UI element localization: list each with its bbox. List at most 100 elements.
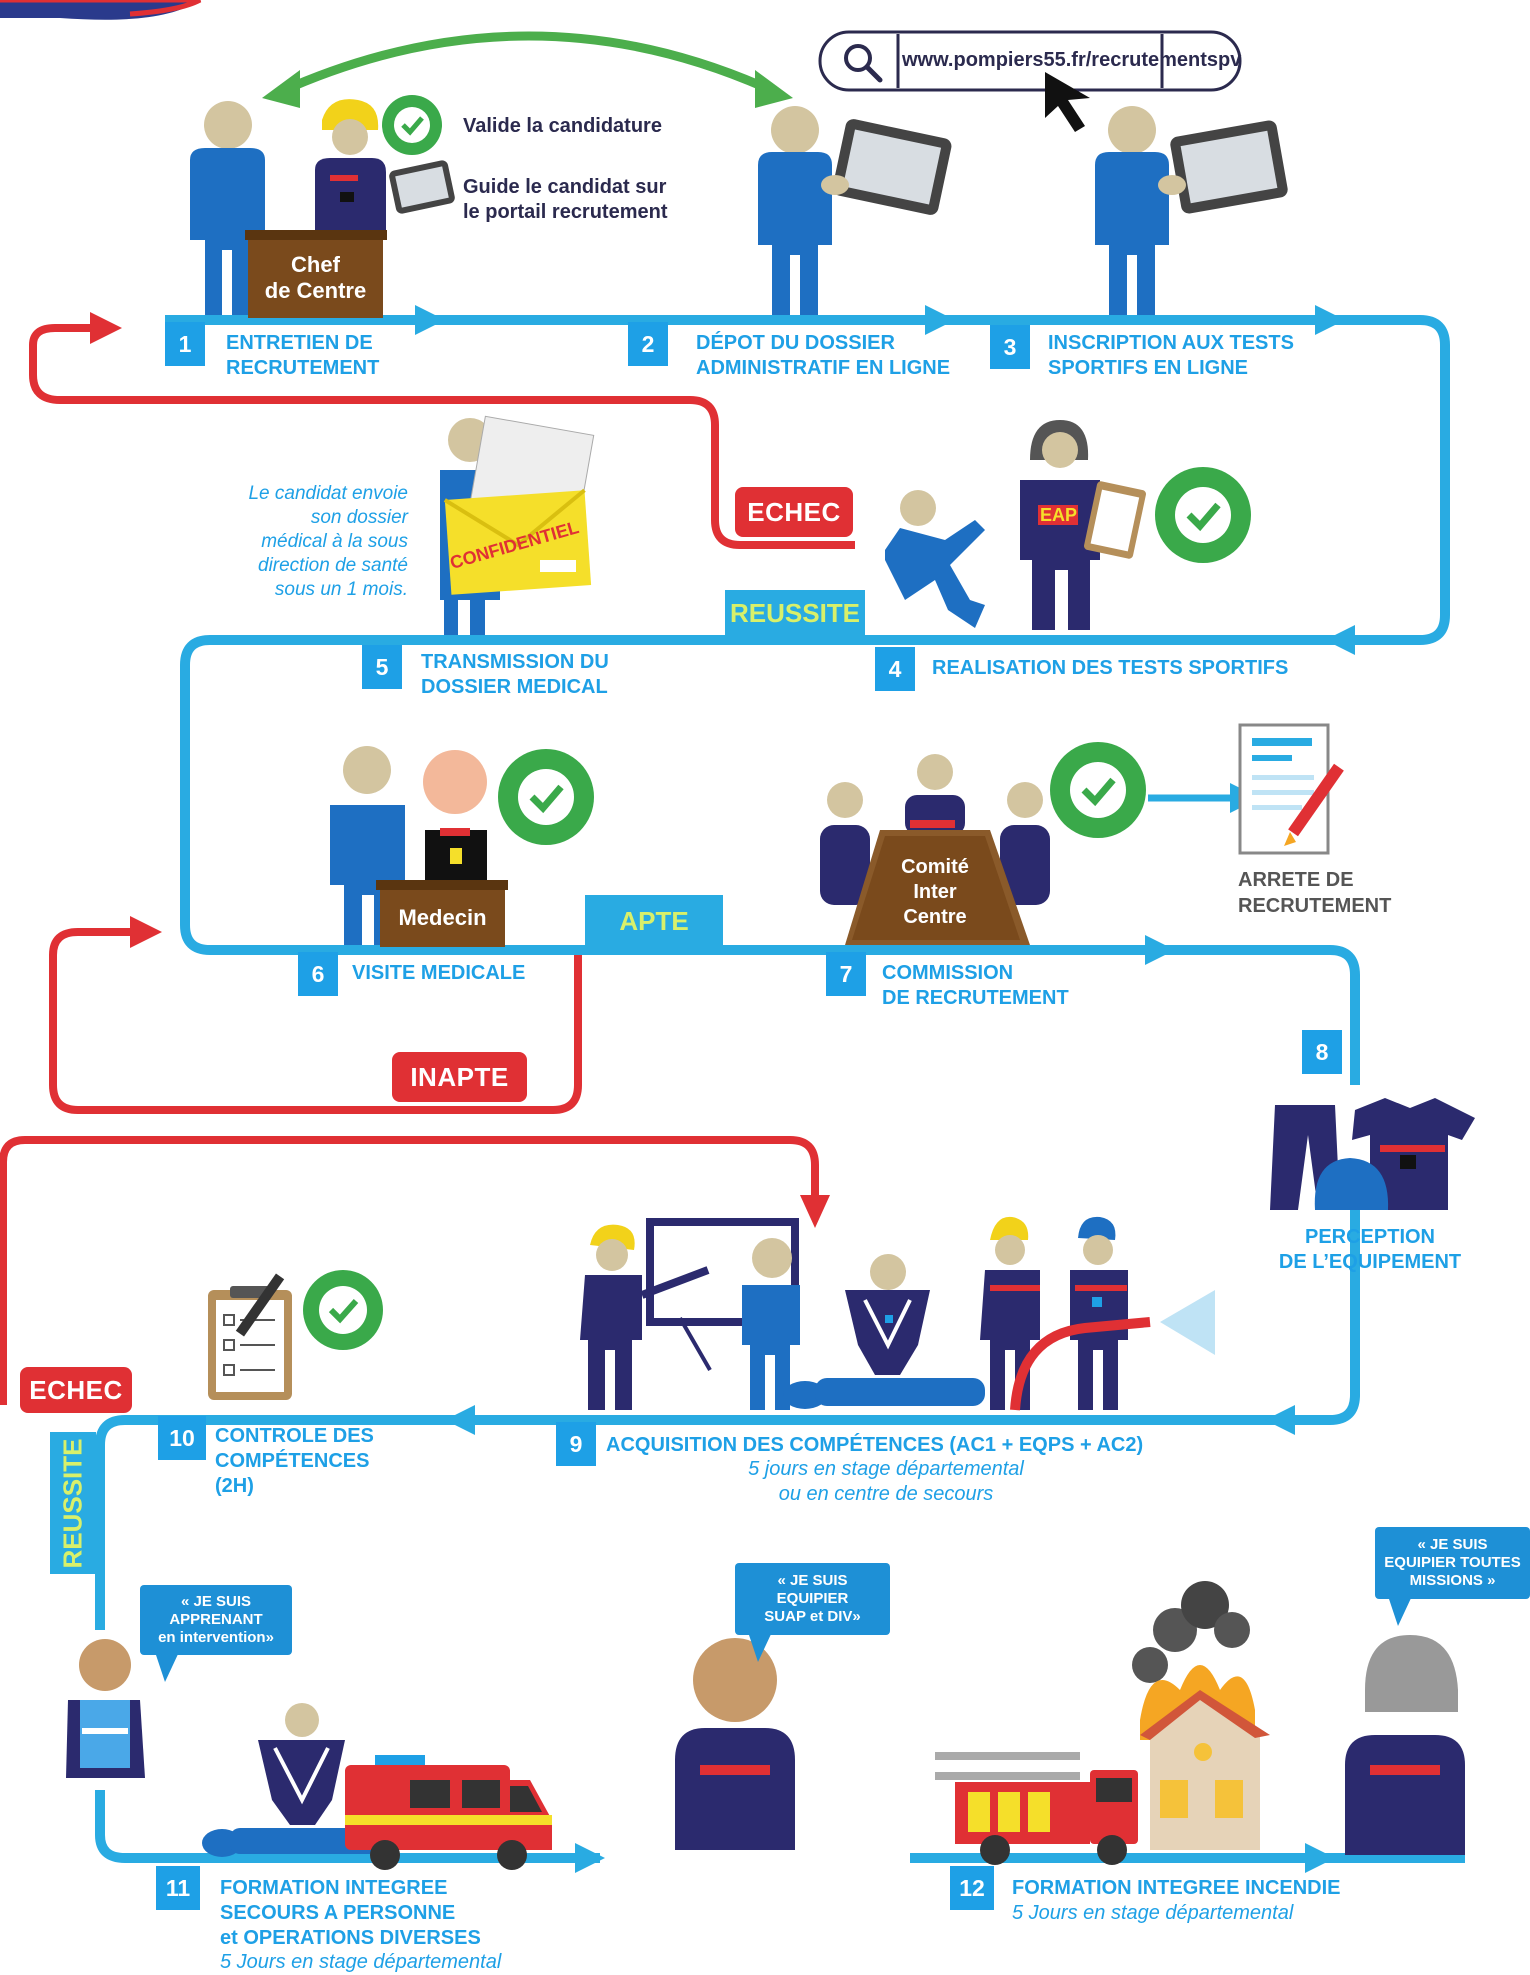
step-11-sub1: 5 Jours en stage départemental bbox=[220, 1951, 502, 1973]
step-number-3: 3 bbox=[990, 325, 1030, 369]
rescue-cpr-scene bbox=[202, 1703, 380, 1857]
step-number-1: 1 bbox=[165, 322, 205, 366]
pen-icon bbox=[1284, 763, 1344, 846]
step-2-line2: ADMINISTRATIF EN LIGNE bbox=[696, 357, 951, 379]
bubble1-line3: en intervention» bbox=[158, 1629, 274, 1646]
candidate-figure-3 bbox=[1095, 106, 1288, 315]
apprentice-figure bbox=[66, 1639, 145, 1778]
eap-examiner-figure bbox=[1020, 420, 1100, 630]
flow-arrowheads bbox=[415, 305, 1355, 1873]
apte-tag: APTE bbox=[585, 895, 723, 947]
guide-candidat-line1: Guide le candidat sur bbox=[463, 176, 667, 198]
inapte-tag: INAPTE bbox=[392, 1052, 527, 1102]
echec-tag-1: ECHEC bbox=[735, 487, 853, 537]
cpr-scene bbox=[783, 1254, 985, 1409]
step-number-12: 12 bbox=[950, 1866, 994, 1910]
step-number-8: 8 bbox=[1302, 1030, 1342, 1074]
step-11-line1: FORMATION INTEGREE bbox=[220, 1877, 448, 1899]
bubble2-line3: SUAP et DIV» bbox=[764, 1608, 861, 1625]
runner-figure bbox=[885, 490, 985, 628]
step-1-line1: ENTRETIEN DE bbox=[226, 332, 373, 354]
arrete-line2: RECRUTEMENT bbox=[1238, 895, 1392, 917]
main-flow-path bbox=[95, 315, 1465, 1863]
step-10-line2: COMPÉTENCES bbox=[215, 1450, 370, 1472]
portal-url[interactable]: www.pompiers55.fr/recrutementspv bbox=[902, 49, 1242, 71]
trainer-figure bbox=[580, 1224, 710, 1410]
medical-note-line4: direction de santé bbox=[258, 555, 408, 576]
doctor-desk bbox=[380, 887, 505, 947]
equipier-suap-figure bbox=[675, 1638, 795, 1850]
valide-candidature-text: Valide la candidature bbox=[463, 115, 662, 137]
chef-label-line1: Chef bbox=[291, 252, 340, 277]
doctor-figure bbox=[423, 750, 487, 890]
bubble3-tail bbox=[1388, 1596, 1412, 1626]
reussite-tag-1: REUSSITE bbox=[725, 590, 865, 636]
step-10-line3: (2H) bbox=[215, 1475, 254, 1497]
url-bar bbox=[818, 30, 1242, 92]
firefighters-hose-figure bbox=[980, 1216, 1128, 1410]
step-12-line1: FORMATION INTEGREE INCENDIE bbox=[1012, 1877, 1341, 1899]
check-badge-icon bbox=[382, 95, 442, 155]
equipier-toutes-missions-figure bbox=[1345, 1635, 1465, 1855]
step-4-line1: REALISATION DES TESTS SPORTIFS bbox=[932, 657, 1289, 679]
step-number-11: 11 bbox=[156, 1866, 200, 1910]
step-12-sub1: 5 Jours en stage départemental bbox=[1012, 1902, 1294, 1924]
document-icon bbox=[1238, 723, 1330, 855]
reussite-tag-2: REUSSITE bbox=[50, 1432, 96, 1574]
house-fire-icon bbox=[1132, 1581, 1270, 1850]
comite-label: Comité Inter Centre bbox=[880, 855, 990, 930]
step-9-sub1: 5 jours en stage départemental bbox=[748, 1458, 1024, 1480]
bubble3-line1: « JE SUIS bbox=[1417, 1536, 1488, 1553]
step-number-7: 7 bbox=[826, 952, 866, 996]
candidate-figure-2 bbox=[758, 106, 952, 315]
medecin-label: Medecin bbox=[398, 905, 487, 930]
tablet-icon bbox=[389, 160, 455, 214]
bubble1-line1: « JE SUIS bbox=[180, 1593, 252, 1610]
bubble1-tail bbox=[155, 1652, 179, 1682]
check-badge-icon bbox=[303, 1270, 383, 1350]
step-9-sub2: ou en centre de secours bbox=[778, 1483, 994, 1505]
echec-tag-2: ECHEC bbox=[20, 1367, 132, 1413]
step-9-line1: ACQUISITION DES COMPÉTENCES (AC1 + EQPS … bbox=[606, 1434, 1144, 1456]
step-11-line2: SECOURS A PERSONNE bbox=[220, 1902, 456, 1924]
chef-label-line2: de Centre bbox=[264, 278, 367, 303]
helmet-icon bbox=[1314, 1158, 1389, 1210]
bubble3-line2: EQUIPIER TOUTES bbox=[1384, 1554, 1521, 1571]
bubble2-line2: EQUIPIER bbox=[776, 1590, 849, 1607]
envelope-icon bbox=[440, 415, 595, 635]
clipboard-icon bbox=[208, 1273, 292, 1400]
fire-truck-icon bbox=[935, 1752, 1138, 1865]
step-number-9: 9 bbox=[556, 1422, 596, 1466]
step-3-line1: INSCRIPTION AUX TESTS bbox=[1048, 332, 1294, 354]
step-1-line2: RECRUTEMENT bbox=[226, 357, 380, 379]
check-badge-icon bbox=[498, 749, 594, 845]
step-number-2: 2 bbox=[628, 322, 668, 366]
comite-line1: Comité bbox=[901, 856, 969, 878]
step-2-line1: DÉPOT DU DOSSIER bbox=[696, 332, 895, 354]
step-5-line2: DOSSIER MEDICAL bbox=[421, 676, 608, 698]
step-8-line2: DE L’EQUIPEMENT bbox=[1278, 1251, 1462, 1273]
clipboard-icon bbox=[1084, 481, 1146, 559]
step-3-line2: SPORTIFS EN LIGNE bbox=[1048, 357, 1249, 379]
medical-note-line2: son dossier bbox=[310, 507, 408, 528]
step-5-line1: TRANSMISSION DU bbox=[421, 651, 609, 673]
failure-paths bbox=[0, 324, 855, 1405]
bubble2-tail bbox=[748, 1632, 772, 1662]
step-7-line2: DE RECRUTEMENT bbox=[882, 987, 1069, 1009]
reussite-tag-2-label: REUSSITE bbox=[57, 1437, 88, 1569]
step-11-line3: et OPERATIONS DIVERSES bbox=[220, 1927, 481, 1949]
exchange-arrow bbox=[278, 31, 777, 97]
medical-note-line1: Le candidat envoie bbox=[248, 483, 408, 504]
bubble3-line3: MISSIONS » bbox=[1409, 1572, 1496, 1589]
step-7-line1: COMMISSION bbox=[882, 962, 1014, 984]
corner-decoration bbox=[0, 0, 200, 20]
medical-note-line3: médical à la sous bbox=[261, 531, 408, 552]
guide-candidat-line2: le portail recrutement bbox=[463, 201, 668, 223]
step-number-10: 10 bbox=[158, 1416, 206, 1460]
commission-table-figure bbox=[820, 754, 1050, 945]
bubble1-line2: APPRENANT bbox=[169, 1611, 263, 1628]
trainee-figure bbox=[742, 1238, 800, 1410]
step-10-line1: CONTROLE DES bbox=[215, 1425, 374, 1447]
